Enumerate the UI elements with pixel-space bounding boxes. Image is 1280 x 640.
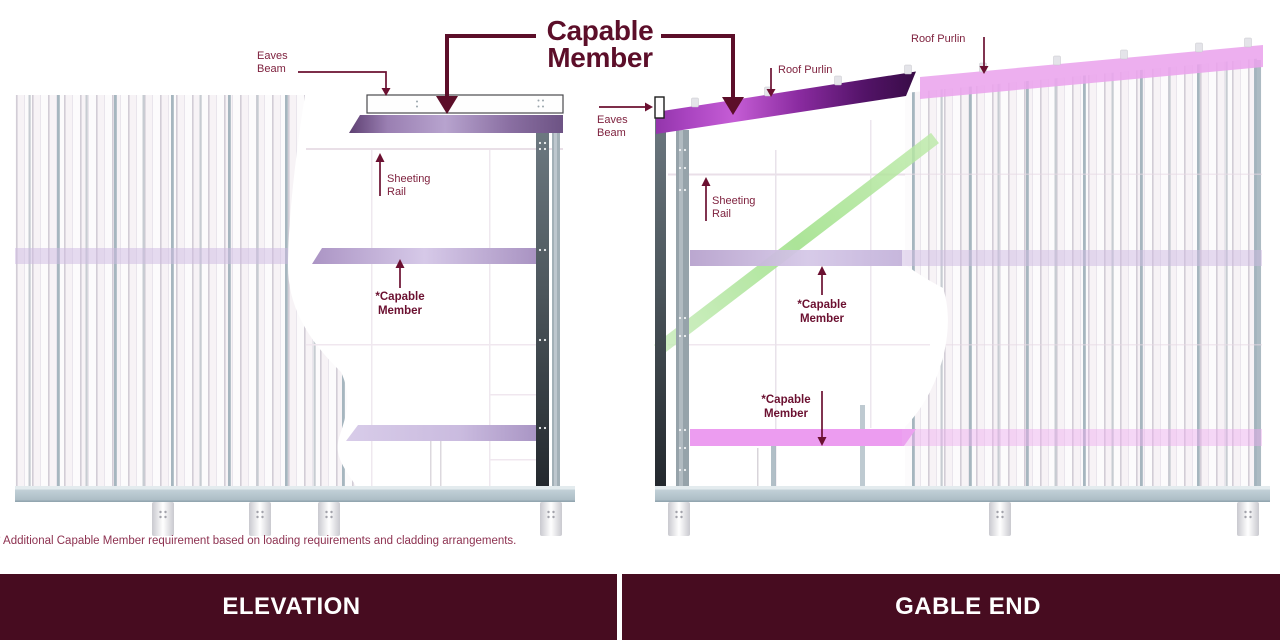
- annotation-arrowheads: [375, 66, 989, 446]
- label-capable-member-gable-lower: *Capable Member: [761, 394, 811, 420]
- eaves-beam-end: [654, 96, 665, 119]
- capable-member-band-upper: [690, 250, 902, 266]
- panel-title-elevation: ELEVATION: [0, 574, 617, 640]
- cladding-cutaway-reveal: [288, 95, 563, 488]
- elevation-diagram: [15, 94, 575, 536]
- sheeting-rail-line: [306, 148, 563, 150]
- capable-member-roof-beam: [656, 71, 916, 134]
- capable-member-band-upper: [312, 248, 537, 264]
- label-eaves-beam-gable: Eaves Beam: [597, 114, 628, 139]
- label-roof-purlin-2: Roof Purlin: [911, 33, 966, 45]
- main-title-capable-member: Capable Member: [546, 15, 654, 73]
- capable-member-band-through-cladding: [15, 248, 320, 264]
- eaves-beam-arrow-left: [298, 71, 387, 88]
- label-roof-purlin-1: Roof Purlin: [778, 64, 833, 76]
- label-sheeting-rail-gable: Sheeting Rail: [712, 195, 756, 220]
- annotation-arrows: [298, 37, 985, 438]
- structural-diagram-art: [15, 34, 1270, 536]
- eaves-beam-bolts: [416, 99, 544, 108]
- wind-brace: [654, 132, 939, 356]
- capable-member-beam: [349, 115, 563, 133]
- column-bolts: [678, 148, 687, 472]
- label-capable-member-elevation: *Capable Member: [375, 291, 425, 317]
- steel-column: [536, 133, 549, 488]
- label-eaves-beam-elevation: Eaves Beam: [257, 50, 288, 75]
- roof-edge-band: [920, 45, 1263, 99]
- steel-column: [655, 116, 666, 488]
- footings: [152, 502, 562, 536]
- base-channel: [15, 489, 575, 502]
- panel-title-gable-end-text: GABLE END: [895, 593, 1041, 620]
- footnote: * Additional Capable Member requirement …: [0, 535, 517, 547]
- cladding-cutaway-reveal: [656, 68, 948, 488]
- footings: [668, 502, 1259, 536]
- panel-title-elevation-text: ELEVATION: [222, 593, 361, 620]
- capable-member-band-lower: [346, 425, 537, 441]
- title-leader-left: [445, 34, 536, 97]
- title-arrowheads: [436, 96, 744, 115]
- base-channel: [655, 489, 1270, 502]
- label-capable-member-gable-upper: *Capable Member: [797, 299, 847, 325]
- capable-member-band-lower: [690, 429, 916, 446]
- title-leader-lines: [445, 34, 735, 98]
- column-bolts: [538, 141, 547, 430]
- label-sheeting-rail-elevation: Sheeting Rail: [387, 173, 431, 198]
- title-leader-right: [661, 34, 735, 98]
- eaves-beam: [366, 94, 564, 114]
- sheeting-rail-line: [668, 173, 905, 176]
- gable-end-diagram: [654, 37, 1270, 536]
- panel-title-gable-end: GABLE END: [622, 574, 1280, 640]
